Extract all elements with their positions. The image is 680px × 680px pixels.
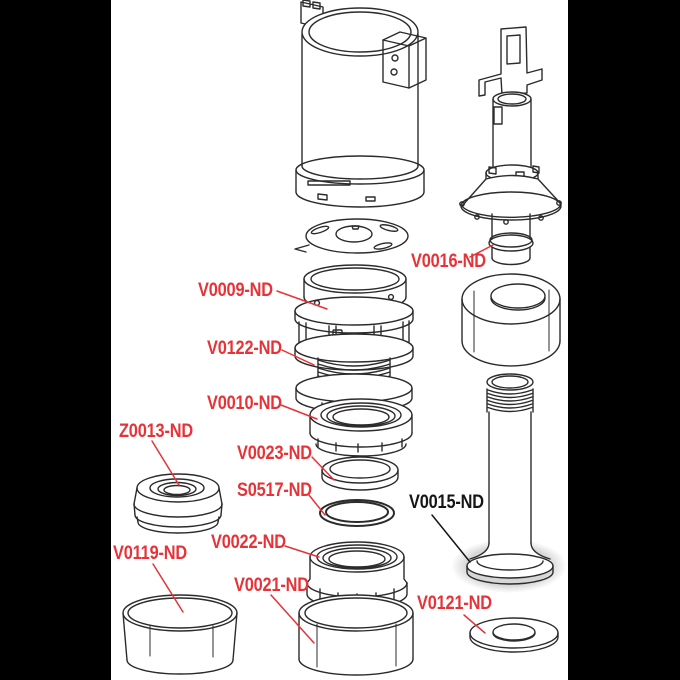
part-label-v0023: V0023-ND [237,443,312,464]
part-label-v0022: V0022-ND [211,532,286,553]
part-v0022-drawing [306,541,408,609]
part-v0015-drawing [466,373,554,585]
part-s0517-drawing [319,499,395,527]
part-label-v0009: V0009-ND [198,280,273,301]
part-label-v0021: V0021-ND [234,575,309,596]
part-v0009-drawing [294,264,414,351]
part-label-v0119: V0119-ND [113,543,188,564]
part-v0121-drawing [469,617,559,653]
part-label-v0121: V0121-ND [417,593,492,614]
part-v0122-drawing [294,333,414,419]
part-label-v0015: V0015-ND [409,492,484,513]
mounting-plate-drawing [294,218,409,254]
part-v0023-drawing [321,456,399,491]
part-z0013-drawing [133,473,223,534]
part-label-v0010: V0010-ND [207,393,282,414]
part-v0119-drawing [122,594,238,675]
letterbox-left [0,0,111,680]
part-label-v0016: V0016-ND [411,251,486,272]
part-label-z0013: Z0013-ND [119,421,194,442]
part-v0016-drawing [459,26,562,266]
part-v0010-drawing [309,398,413,457]
float-cylinder-drawing [461,273,561,367]
part-v0021-drawing [298,594,414,676]
cistern-body-drawing [295,0,427,208]
part-label-s0517: S0517-ND [237,480,312,501]
letterbox-right [568,0,680,680]
part-label-v0122: V0122-ND [207,338,282,359]
leader-line-v0015 [431,514,471,563]
leader-lines-red [151,244,494,644]
